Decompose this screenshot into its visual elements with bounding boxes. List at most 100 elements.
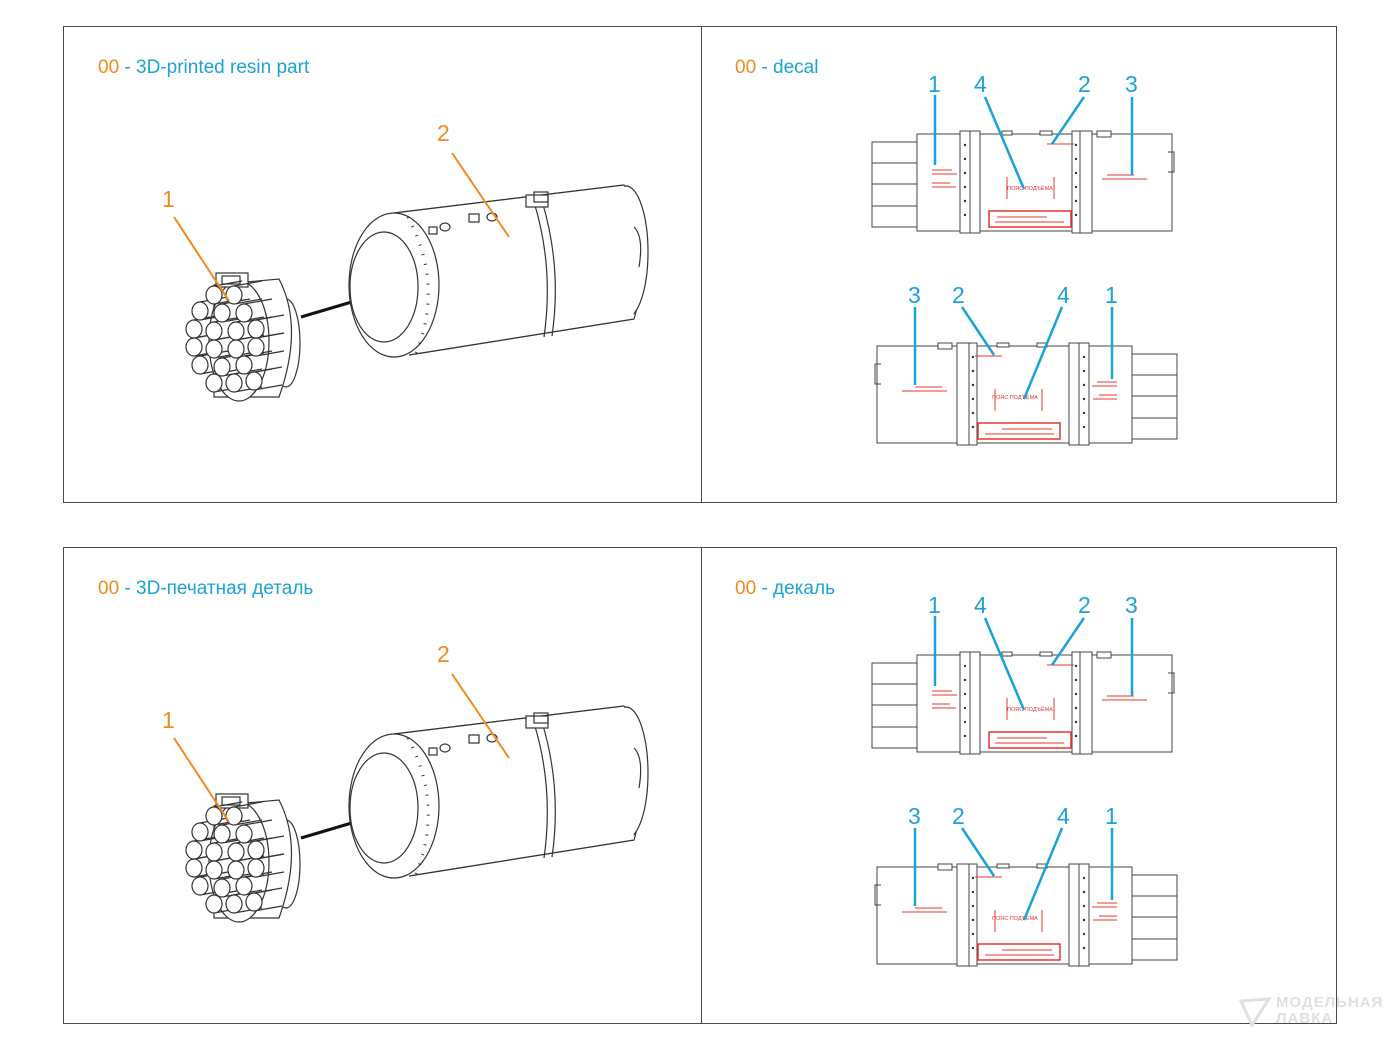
rocket-tube [205, 860, 223, 880]
watermark-icon [1238, 997, 1272, 1027]
title-text: - 3D-печатная деталь [124, 578, 314, 599]
rocket-nose-part: 1 [162, 707, 301, 923]
resin-panel-title: 00 - 3D-printed resin part [98, 57, 309, 79]
rocket-tube [185, 337, 203, 357]
leader-line-2 [451, 152, 510, 238]
decal-label-3: 3 [1125, 71, 1138, 97]
instruction-box-english: 00 - 3D-printed resin part 1 [63, 26, 1337, 503]
watermark-logo: МОДЕЛЬНАЯ ЛАВКА [1238, 995, 1383, 1027]
decal-label-2: 2 [952, 803, 965, 829]
decal-text-upper: ПОЯС ПОДЪЁМА [1007, 706, 1053, 713]
rocket-tube [205, 806, 223, 826]
decal-leader-lines-upper [933, 616, 1134, 711]
decal-leader-lines-lower [913, 306, 1114, 400]
rocket-tube [247, 337, 265, 357]
part-label-2: 2 [437, 641, 450, 667]
decal-panel-title: 00 - декаль [735, 578, 835, 600]
decal-label-4: 4 [974, 592, 987, 618]
rocket-tube [185, 858, 203, 878]
decal-text-lower: ПОЯС ПОДЪЁМА [992, 394, 1038, 401]
rocket-tube [205, 285, 223, 305]
rocket-tube [227, 860, 245, 880]
decal-label-3: 3 [908, 803, 921, 829]
rocket-tube-side [253, 887, 283, 912]
rocket-tube [213, 303, 231, 323]
rocket-tube-side [253, 366, 283, 391]
decal-label-4: 4 [1057, 803, 1070, 829]
decal-label-4: 4 [974, 71, 987, 97]
part-code: 00 [98, 57, 120, 78]
title-text: - 3D-printed resin part [124, 57, 310, 78]
decal-label-1: 1 [928, 71, 941, 97]
decal-label-3: 3 [1125, 592, 1138, 618]
decal-code: 00 [735, 578, 757, 599]
leader-line-1 [173, 216, 230, 302]
rocket-tube [205, 842, 223, 862]
part-code: 00 [98, 578, 120, 599]
rocket-tube [245, 892, 263, 912]
decal-text-upper: ПОЯС ПОДЪЁМА [1007, 185, 1053, 192]
rocket-tube [205, 894, 223, 914]
part-label-1: 1 [162, 707, 175, 733]
decal-label-2: 2 [1078, 592, 1091, 618]
resin-part-panel: 00 - 3D-печатная деталь 1 [64, 548, 701, 1023]
decal-text-lower: ПОЯС ПОДЪЁМА [992, 915, 1038, 922]
pod-side-view-upper [871, 130, 1175, 234]
title-text: - декаль [761, 578, 835, 599]
rocket-tube [213, 878, 231, 898]
rocket-tube [245, 371, 263, 391]
leader-line-1 [173, 737, 230, 823]
rocket-tube [191, 822, 209, 842]
rocket-tube [213, 357, 231, 377]
decal-label-2: 2 [1078, 71, 1091, 97]
rocket-tube [185, 840, 203, 860]
decal-label-3: 3 [908, 282, 921, 308]
part-label-1: 1 [162, 186, 175, 212]
rocket-tube [235, 876, 253, 896]
watermark-line2: ЛАВКА [1276, 1010, 1334, 1027]
rocket-tube [247, 840, 265, 860]
title-text: - decal [761, 57, 819, 78]
resin-panel-title: 00 - 3D-печатная деталь [98, 578, 313, 600]
pod-side-view-upper [871, 651, 1175, 755]
decal-leader-lines-upper [933, 95, 1134, 190]
instruction-box-russian: 00 - 3D-печатная деталь 1 [63, 547, 1337, 1024]
rocket-tube [205, 339, 223, 359]
decal-panel-title: 00 - decal [735, 57, 818, 79]
rocket-tube [185, 319, 203, 339]
launcher-body-part: 2 [348, 641, 649, 879]
decal-leader-lines-lower [913, 827, 1114, 921]
rocket-tube [225, 373, 243, 393]
resin-part-panel: 00 - 3D-printed resin part 1 [64, 27, 701, 502]
decal-label-2: 2 [952, 282, 965, 308]
rocket-tube [191, 876, 209, 896]
decal-label-4: 4 [1057, 282, 1070, 308]
rocket-tube [227, 842, 245, 862]
rocket-tube [205, 373, 223, 393]
rocket-tube [247, 858, 265, 878]
decal-panel: 00 - decal [701, 27, 1339, 502]
rocket-tube [191, 355, 209, 375]
rocket-tube [235, 303, 253, 323]
decal-label-1: 1 [1105, 803, 1118, 829]
rocket-tube [235, 355, 253, 375]
decal-label-1: 1 [1105, 282, 1118, 308]
rocket-tube [213, 824, 231, 844]
rocket-tube [225, 894, 243, 914]
rocket-tube [191, 301, 209, 321]
rocket-tube-side [233, 801, 263, 826]
decal-panel: 00 - декаль [701, 548, 1339, 1023]
decal-placement-drawing: ПОЯС ПОДЪЁМА 1 4 2 3 ПОЯС ПОДЪЁМА 3 2 4 … [871, 71, 1178, 446]
leader-line-2 [451, 673, 510, 759]
part-label-2: 2 [437, 120, 450, 146]
rocket-nose-part: 1 [162, 186, 301, 402]
resin-assembly-drawing: 1 2 [162, 120, 649, 402]
resin-assembly-drawing: 1 2 [162, 641, 649, 923]
rocket-tube-side [233, 280, 263, 305]
rocket-tube [227, 339, 245, 359]
decal-placement-drawing: ПОЯС ПОДЪЁМА 1 4 2 3 ПОЯС ПОДЪЁМА 3 2 4 … [871, 592, 1178, 967]
rocket-tube-side [255, 853, 285, 878]
launcher-body-part: 2 [348, 120, 649, 358]
rocket-tube [205, 321, 223, 341]
decal-label-1: 1 [928, 592, 941, 618]
